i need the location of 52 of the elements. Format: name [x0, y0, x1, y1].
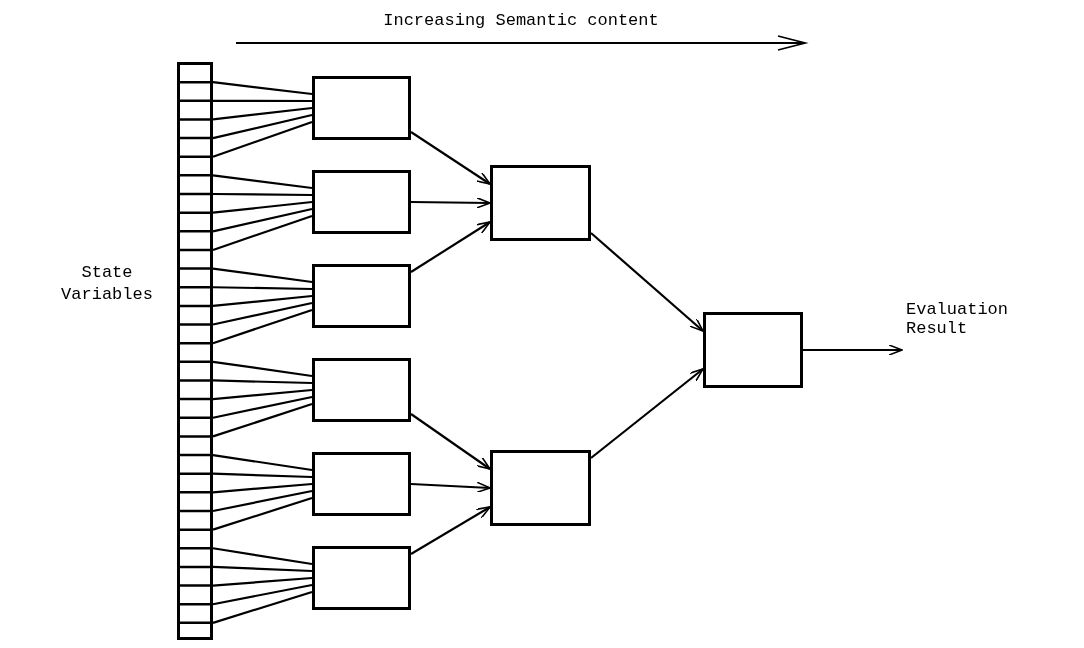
connector-line: [212, 547, 313, 566]
arrow: [410, 131, 491, 185]
connector-line: [212, 489, 313, 513]
connector-line: [212, 267, 313, 284]
connector-line: [212, 583, 313, 606]
connector-line: [212, 106, 313, 121]
arrow: [410, 506, 491, 555]
connector-line: [212, 590, 313, 624]
process-box: [312, 358, 411, 422]
connector-line: [212, 453, 313, 472]
process-box: [703, 312, 803, 388]
arrow: [411, 197, 491, 209]
connector-line: [212, 482, 313, 494]
connector-line: [212, 81, 313, 96]
output-text: Evaluation Result: [906, 300, 1036, 348]
process-box: [312, 452, 411, 516]
connector-line: [212, 576, 313, 587]
arrow: [410, 413, 491, 470]
process-box: [490, 450, 591, 526]
connector-line: [212, 308, 313, 345]
connector-line: [212, 565, 313, 573]
process-box: [312, 76, 411, 140]
connector-line: [212, 379, 313, 385]
state-variable-column: [177, 62, 213, 640]
arrow: [590, 368, 704, 459]
connector-line: [212, 402, 313, 438]
connector-line: [212, 395, 313, 419]
arrow: [410, 221, 491, 273]
process-box: [490, 165, 591, 241]
connector-line: [213, 99, 312, 103]
connector-line: [212, 214, 313, 251]
connector-line: [212, 360, 313, 378]
process-box: [312, 170, 411, 234]
arrow: [590, 232, 704, 332]
connector-line: [212, 388, 313, 401]
arrow: [803, 344, 903, 356]
axis-label: Increasing Semantic content: [382, 10, 660, 32]
connector-line: [212, 496, 313, 531]
connector-line: [212, 207, 313, 233]
process-box: [312, 264, 411, 328]
connector-line: [212, 113, 313, 140]
connector-line: [212, 174, 313, 190]
connector-line: [213, 286, 312, 291]
connector-line: [212, 472, 313, 479]
connector-line: [212, 200, 313, 214]
process-box: [312, 546, 411, 610]
connector-line: [212, 301, 313, 326]
connector-line: [212, 120, 313, 158]
connector-line: [212, 294, 313, 307]
node-caption: State Variables: [60, 262, 154, 306]
connector-line: [213, 192, 312, 197]
arrow: [410, 481, 491, 494]
